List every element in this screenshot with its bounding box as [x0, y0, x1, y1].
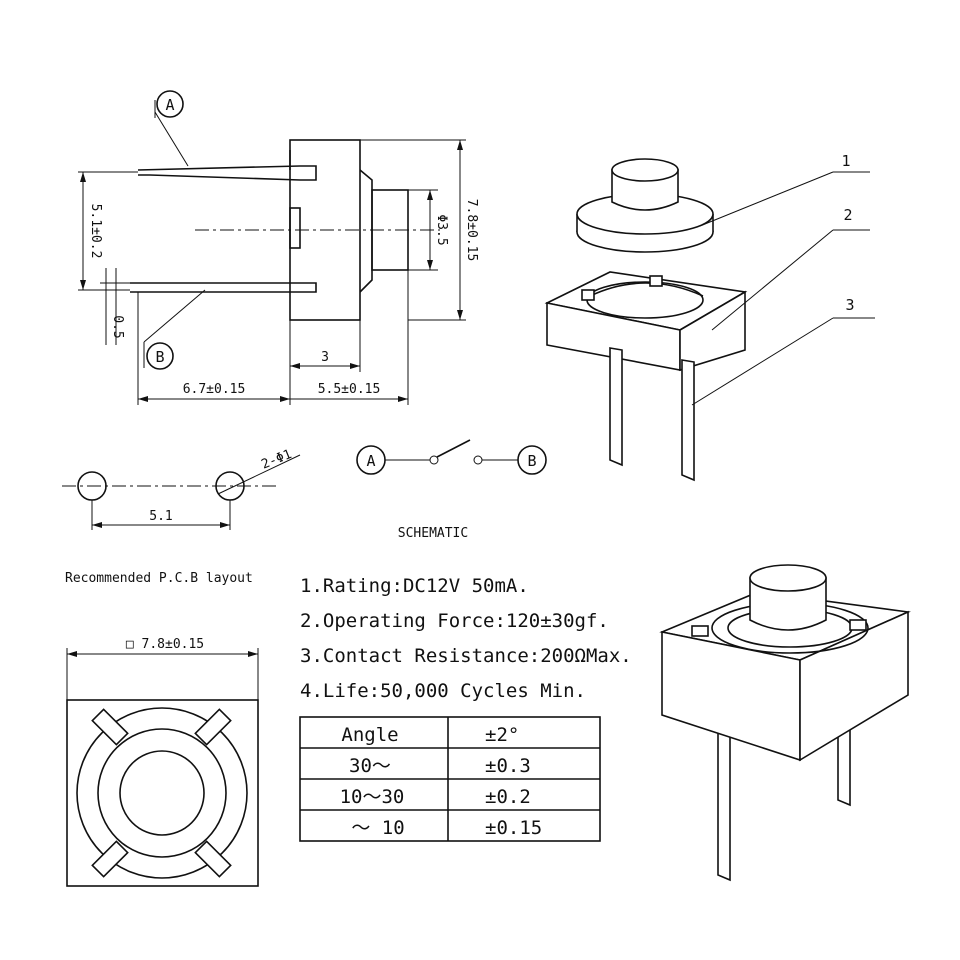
callout-3: 3 — [845, 296, 854, 314]
exploded-view: 1 2 3 — [544, 152, 875, 482]
dim-pin-spacing: 5.1±0.2 — [88, 204, 103, 259]
pcb-layout: 5.1 2-Φ1 Recommended P.C.B layout — [62, 447, 301, 586]
callout-a-text: A — [165, 96, 174, 114]
callout-a-circle — [156, 90, 184, 118]
table-row-2-col-1: 30～ — [349, 755, 391, 777]
schematic-a-text: A — [366, 452, 375, 470]
top-dim-width: □ 7.8±0.15 — [126, 637, 204, 652]
side-lead-b — [130, 282, 317, 293]
dim-body-depth: 5.5±0.15 — [318, 382, 381, 397]
side-contact — [289, 207, 301, 249]
table-row-1-col-1: Angle — [341, 724, 398, 746]
pcb-caption: Recommended P.C.B layout — [65, 571, 253, 586]
specs: 1.Rating:DC12V 50mA. 2.Operating Force:1… — [300, 575, 632, 702]
table-row-4-col-2: ±0.15 — [485, 817, 542, 839]
assembled-plunger — [749, 564, 827, 592]
table-row-2-col-2: ±0.3 — [485, 755, 531, 777]
top-view: □ 7.8±0.15 — [66, 637, 259, 887]
pcb-spacing: 5.1 — [149, 509, 172, 524]
tolerance-table: Angle ±2° 30～ ±0.3 10～30 ±0.2 ～ 10 ±0.15 — [299, 716, 601, 842]
table-row-4-col-1: ～ 10 — [351, 817, 404, 839]
table-row-1-col-2: ±2° — [485, 724, 519, 746]
table-row-3-col-2: ±0.2 — [485, 786, 531, 808]
dim-lead-length: 6.7±0.15 — [183, 382, 246, 397]
spec-contact-resistance: 3.Contact Resistance:200ΩMax. — [300, 645, 632, 667]
schematic-b-circle — [517, 445, 547, 475]
assembled-side-face — [799, 610, 909, 762]
assembled-view — [659, 564, 911, 882]
top-plunger — [119, 750, 205, 836]
side-lead-a — [137, 165, 317, 181]
spec-life: 4.Life:50,000 Cycles Min. — [300, 680, 586, 702]
leads-part — [609, 347, 695, 482]
dim-height: 7.8±0.15 — [464, 199, 479, 262]
top-body — [66, 699, 259, 887]
callout-2: 2 — [843, 206, 852, 224]
callout-1: 1 — [841, 152, 850, 170]
callout-b-circle — [146, 342, 174, 370]
top-outer-ring — [76, 707, 248, 879]
schematic-caption: SCHEMATIC — [398, 526, 468, 541]
housing-part — [544, 271, 748, 372]
cap-part — [576, 158, 714, 253]
spec-operating-force: 2.Operating Force:120±30gf. — [300, 610, 609, 632]
dim-pin-thickness: 0.5 — [110, 315, 125, 338]
pcb-hole-label: 2-Φ1 — [259, 447, 294, 473]
spec-rating: 1.Rating:DC12V 50mA. — [300, 575, 529, 597]
side-view: A B 5.1±0.2 0.5 Φ3.5 7.8±0.15 — [78, 90, 479, 405]
table-row-3-col-1: 10～30 — [340, 786, 405, 808]
side-plunger-neck — [359, 169, 373, 293]
callout-b-text: B — [155, 348, 164, 366]
dim-body-3: 3 — [321, 350, 329, 365]
dim-plunger-dia: Φ3.5 — [434, 214, 449, 245]
top-middle-ring — [97, 728, 227, 858]
schematic-b-text: B — [527, 452, 536, 470]
schematic: A B SCHEMATIC — [356, 439, 547, 541]
